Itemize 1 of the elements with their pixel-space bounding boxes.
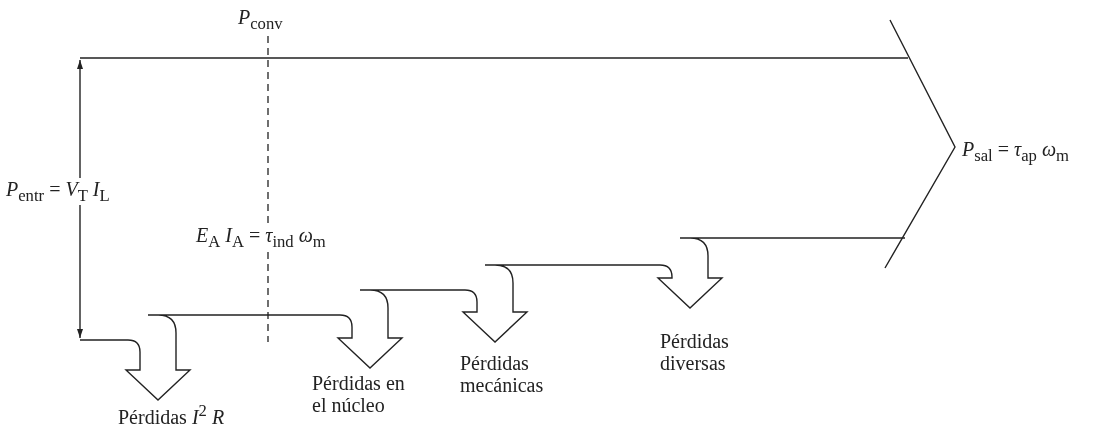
formula-label: P$_{entr}$ = V$_{T}$ I$_{L}$	[6, 178, 110, 206]
